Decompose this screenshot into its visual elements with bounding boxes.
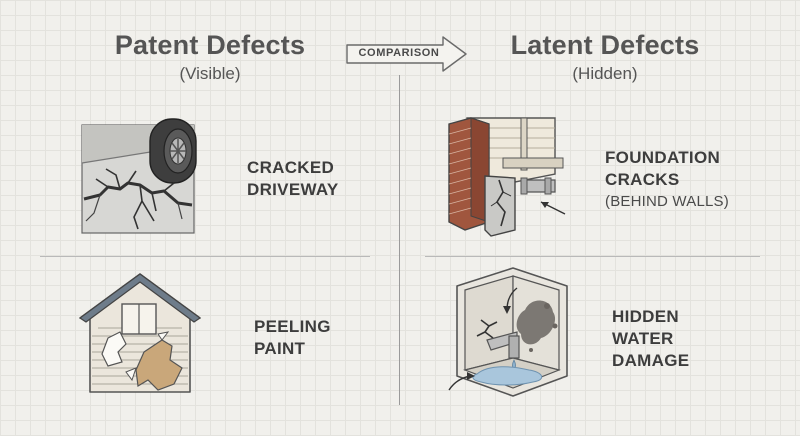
water-damage-icon bbox=[448, 267, 568, 397]
foundation-crack-icon bbox=[448, 117, 566, 237]
left-horizontal-divider bbox=[40, 256, 370, 257]
left-column-subtitle: (Visible) bbox=[179, 64, 241, 83]
label-note: (BEHIND WALLS) bbox=[605, 193, 729, 210]
left-column-title: Patent Defects bbox=[114, 30, 306, 60]
right-column-subtitle: (Hidden) bbox=[572, 64, 638, 83]
label-line: PAINT bbox=[254, 339, 306, 358]
foundation-crack-illustration bbox=[445, 117, 571, 237]
comparison-arrow: COMPARISON bbox=[345, 34, 470, 74]
right-column-title: Latent Defects bbox=[510, 30, 700, 60]
water-damage-illustration bbox=[447, 266, 573, 398]
label-line: CRACKS bbox=[605, 170, 680, 189]
label-line: HIDDEN bbox=[612, 307, 679, 326]
cracked-driveway-illustration bbox=[81, 118, 197, 234]
foundation-cracks-label: FOUNDATION CRACKS (BEHIND WALLS) bbox=[605, 147, 729, 213]
water-damage-label: HIDDEN WATER DAMAGE bbox=[612, 306, 689, 372]
comparison-label: COMPARISON bbox=[358, 47, 440, 59]
peeling-paint-illustration bbox=[78, 272, 202, 394]
label-line: PEELING bbox=[254, 317, 331, 336]
label-line: FOUNDATION bbox=[605, 148, 721, 167]
label-line: DRIVEWAY bbox=[247, 180, 339, 199]
cracked-driveway-icon bbox=[81, 118, 197, 234]
label-line: CRACKED bbox=[247, 158, 335, 177]
label-line: WATER bbox=[612, 329, 674, 348]
peeling-paint-house-icon bbox=[79, 273, 201, 393]
label-line: DAMAGE bbox=[612, 351, 690, 370]
right-horizontal-divider bbox=[425, 256, 760, 257]
cracked-driveway-label: CRACKED DRIVEWAY bbox=[247, 157, 339, 201]
peeling-paint-label: PEELING PAINT bbox=[254, 316, 331, 360]
vertical-divider bbox=[399, 75, 400, 405]
right-arrow-icon bbox=[346, 36, 467, 72]
